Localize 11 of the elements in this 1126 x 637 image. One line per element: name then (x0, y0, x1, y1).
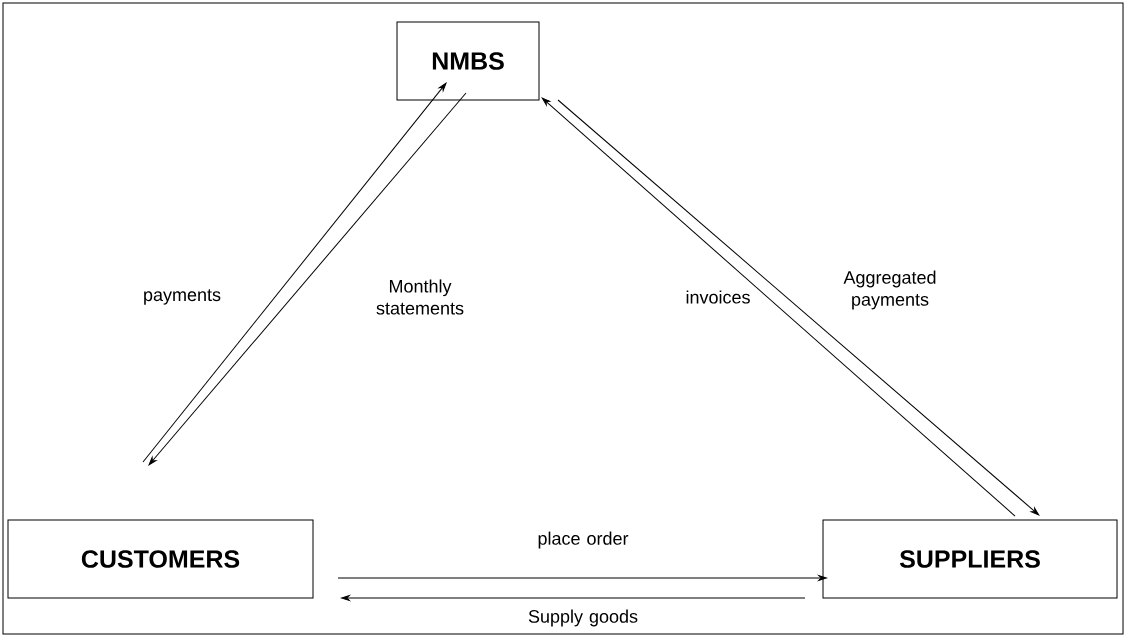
edge-label: place order (538, 531, 629, 549)
arrow (337, 575, 827, 581)
entity-box: NMBS (396, 21, 540, 101)
edge-label: invoices (686, 290, 750, 304)
edge-label: Supply goods (528, 609, 638, 627)
edge-label: Aggregated payments (843, 270, 936, 310)
edge-label: payments (144, 289, 221, 305)
arrow (341, 595, 806, 601)
entity-box: CUSTOMERS (7, 519, 314, 599)
edge-label: Monthly statements (376, 279, 464, 315)
entity-box: SUPPLIERS (822, 519, 1118, 599)
